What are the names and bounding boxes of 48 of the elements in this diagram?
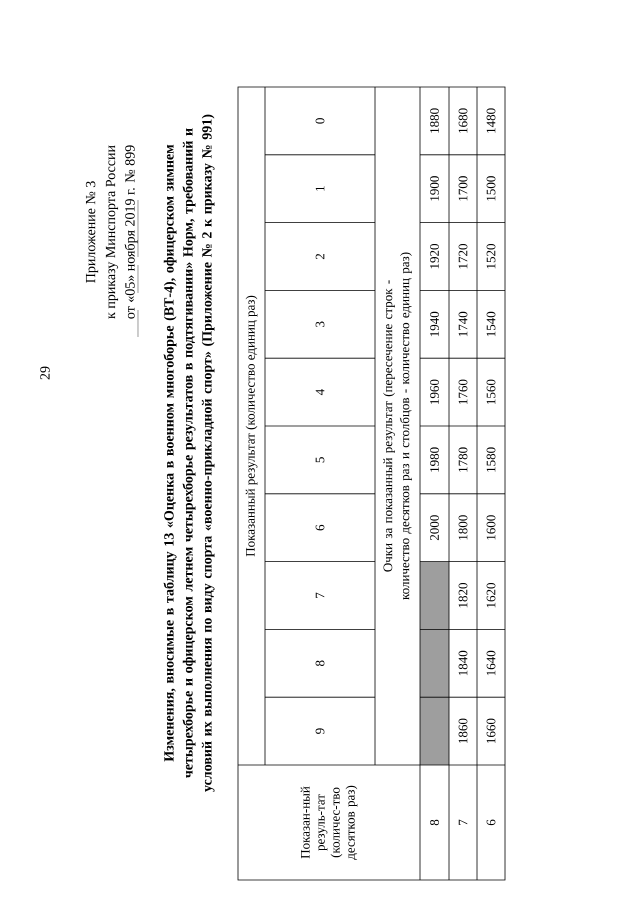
cell-text: 0: [316, 118, 324, 124]
cell-text: 1700: [458, 176, 468, 201]
cell-text: 4: [316, 389, 324, 396]
cell-text: 1880: [430, 108, 439, 133]
cell-text: 1960: [430, 380, 439, 404]
page-number: 29: [40, 366, 50, 380]
cell-text: 1860: [458, 718, 468, 743]
cell-text: 2: [316, 254, 324, 260]
cell-text: Очки за показанный результат (пересечение строк - количество десятков раз и столбцов - количество единиц раз): [383, 252, 412, 600]
appendix-line: Приложение № 3: [86, 181, 98, 283]
cell-text: 9: [316, 728, 324, 734]
cell-text: 2000: [430, 515, 439, 540]
cell-text: 1680: [458, 108, 468, 133]
cell-text: 8: [316, 660, 324, 666]
cell-text: 1940: [430, 312, 439, 336]
cell-text: 8: [430, 820, 439, 826]
cell-text: 1480: [486, 108, 496, 133]
cell-text: 1: [316, 186, 324, 191]
cell-text: 1740: [458, 312, 468, 336]
cell-text: Показан-ный резуль-тат (количес-тво десятков раз): [300, 786, 358, 860]
cell-text: 1900: [430, 176, 439, 201]
cell-text: 1580: [486, 447, 496, 472]
cell-text: 1800: [458, 515, 468, 540]
cell-text: 1540: [486, 312, 496, 336]
cell-text: 1760: [458, 380, 468, 404]
cell-text: 1560: [486, 380, 496, 404]
appendix-line: к приказу Минспорта России: [106, 145, 118, 319]
cell-text: Показанный результат (количество единиц раз): [246, 296, 258, 556]
cell-text: 3: [316, 322, 324, 327]
cell-text: 1840: [458, 650, 468, 676]
cell-text: 1620: [486, 583, 496, 608]
title: Изменения, вносимые в таблицу 13 «Оценка в военном многоборье (ВТ-4), офицерском зимнем четырехборье и офицерском летнем четырехборье результатов в подтягивании» Норм, требований и условий их выполнения по виду спорта «военно-прикладной спорт» (Приложение № 2 к приказу № 991): [163, 114, 215, 792]
cell-text: 6: [486, 820, 496, 826]
cell-text: 1600: [486, 515, 496, 540]
cell-text: 1660: [486, 718, 496, 743]
cell-text: 1500: [486, 176, 496, 201]
cell-text: 1920: [430, 244, 439, 268]
cell-text: 6: [316, 524, 324, 530]
cell-text: 7: [458, 820, 468, 825]
cell-text: 1980: [430, 447, 439, 472]
cell-text: 5: [316, 457, 324, 462]
cell-text: 1720: [458, 244, 468, 268]
appendix-line: от «05» ноября 2019 г. № 899: [124, 145, 138, 319]
cell-text: 1780: [458, 447, 468, 472]
cell-text: 1640: [486, 650, 496, 676]
cell-text: 1820: [458, 583, 468, 608]
cell-text: 1520: [486, 244, 496, 268]
cell-text: 7: [316, 592, 324, 598]
